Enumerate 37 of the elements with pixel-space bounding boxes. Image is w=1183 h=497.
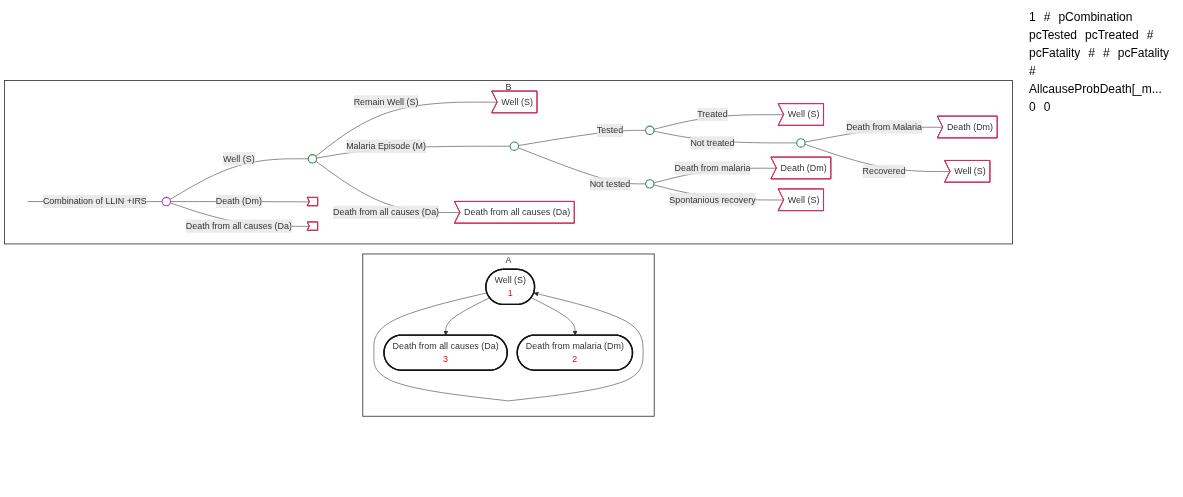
edge-label: Well (S) <box>223 153 255 164</box>
probability-label: 0 <box>1029 100 1036 114</box>
probability-label: pcTested <box>1029 28 1078 42</box>
edge-label: Death from all causes (Da) <box>185 221 292 231</box>
probability-label: pcFatality <box>1029 46 1081 60</box>
edge-label: Death (Dm) <box>215 196 262 207</box>
edge-label: Combination of LLIN +IRS <box>42 196 147 207</box>
edge-label: Treated <box>697 109 728 120</box>
edge-label: Not treated <box>690 138 735 148</box>
node-circle <box>307 154 318 164</box>
edge-label: Not tested <box>589 178 631 189</box>
node-circle <box>161 196 172 207</box>
edge-label: Spontanious recovery <box>669 194 756 205</box>
node-circle <box>645 179 655 189</box>
connector <box>169 158 309 200</box>
probability-label: 0 <box>1043 100 1051 114</box>
connector <box>315 102 498 157</box>
probability-label: pcTreated <box>1085 28 1139 42</box>
probability-label: # <box>1103 46 1110 60</box>
edge-label: Remain Well (S) <box>353 97 419 107</box>
node-circle <box>645 125 655 136</box>
probability-label: # <box>1043 10 1051 24</box>
edge-label: Death from Malaria <box>846 122 922 132</box>
probability-label: 1 <box>1029 10 1036 24</box>
edge-label: Malaria Episode (M) <box>346 141 426 151</box>
edge-label: Death from all causes (Da) <box>333 207 440 217</box>
edge-label: Recovered <box>862 166 906 176</box>
node-circle <box>509 141 520 152</box>
edge-label: Death from malaria <box>674 163 751 173</box>
probability-label: pCombination <box>1058 10 1133 24</box>
edge-label: Tested <box>596 125 624 135</box>
probability-label: pcFatality <box>1117 46 1170 60</box>
node-circle <box>796 138 806 148</box>
probability-label: # <box>1029 64 1036 78</box>
probability-label: AllcauseProbDeath[_m... <box>1029 82 1162 96</box>
probability-label: # <box>1146 28 1154 42</box>
probability-label: # <box>1088 46 1096 60</box>
